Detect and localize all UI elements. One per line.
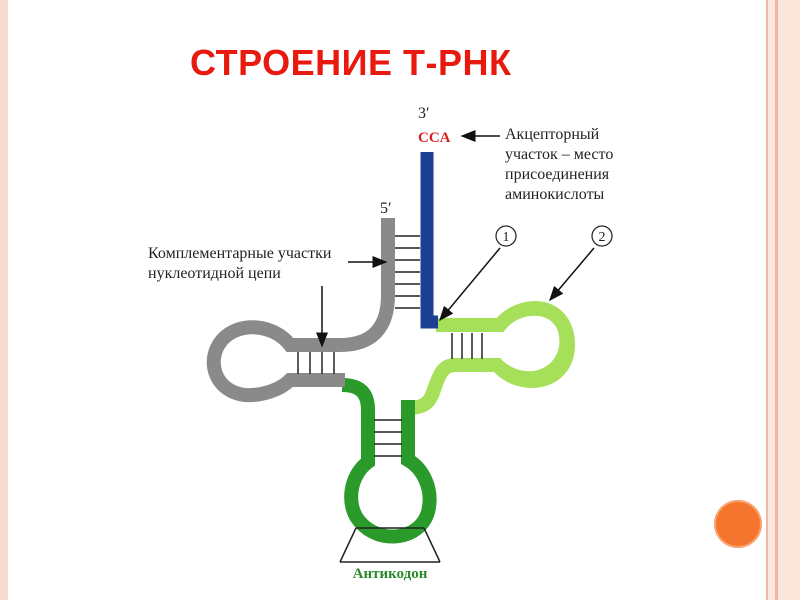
marker-2-arrow — [549, 247, 595, 302]
marker-1-arrow — [439, 247, 501, 322]
d-arm-strand — [206, 218, 395, 403]
t-arm-base-pairs — [451, 333, 483, 359]
slide-frame-right — [766, 0, 800, 600]
acceptor-stem-base-pairs — [395, 235, 420, 309]
complementary-label-line-1: Комплементарные участки — [148, 245, 332, 262]
d-arm-base-pairs — [297, 352, 335, 374]
acceptor-label-line-3: присоединения — [505, 166, 610, 183]
five-prime-label: 5′ — [380, 200, 392, 217]
marker-1: 1 — [495, 225, 517, 247]
marker-2: 2 — [591, 225, 613, 247]
marker-1-label: 1 — [503, 230, 510, 245]
slide-title: СТРОЕНИЕ Т-РНК — [190, 42, 512, 83]
anticodon-arm-strand — [341, 378, 437, 544]
t-arm — [407, 301, 575, 415]
anticodon-label: Антикодон — [353, 566, 428, 582]
acceptor-label-line-1: Акцепторный — [505, 126, 600, 143]
marker-2-label: 2 — [599, 230, 606, 245]
slide-frame-left — [0, 0, 8, 600]
anticodon-bracket — [339, 527, 441, 563]
slide-frame-right-line — [775, 0, 778, 600]
acceptor-label-line-4: аминокислоты — [505, 186, 605, 203]
anticodon-arm — [339, 378, 441, 563]
complementary-label-line-2: нуклеотидной цепи — [148, 265, 281, 282]
acceptor-label-line-2: участок – место — [505, 146, 613, 163]
d-arm — [206, 218, 395, 403]
anticodon-arm-base-pairs — [374, 419, 402, 457]
cca-label: CCA — [418, 130, 451, 146]
three-prime-label: 3′ — [418, 105, 430, 122]
acceptor-strand — [420, 152, 438, 329]
accent-dot — [714, 500, 762, 548]
